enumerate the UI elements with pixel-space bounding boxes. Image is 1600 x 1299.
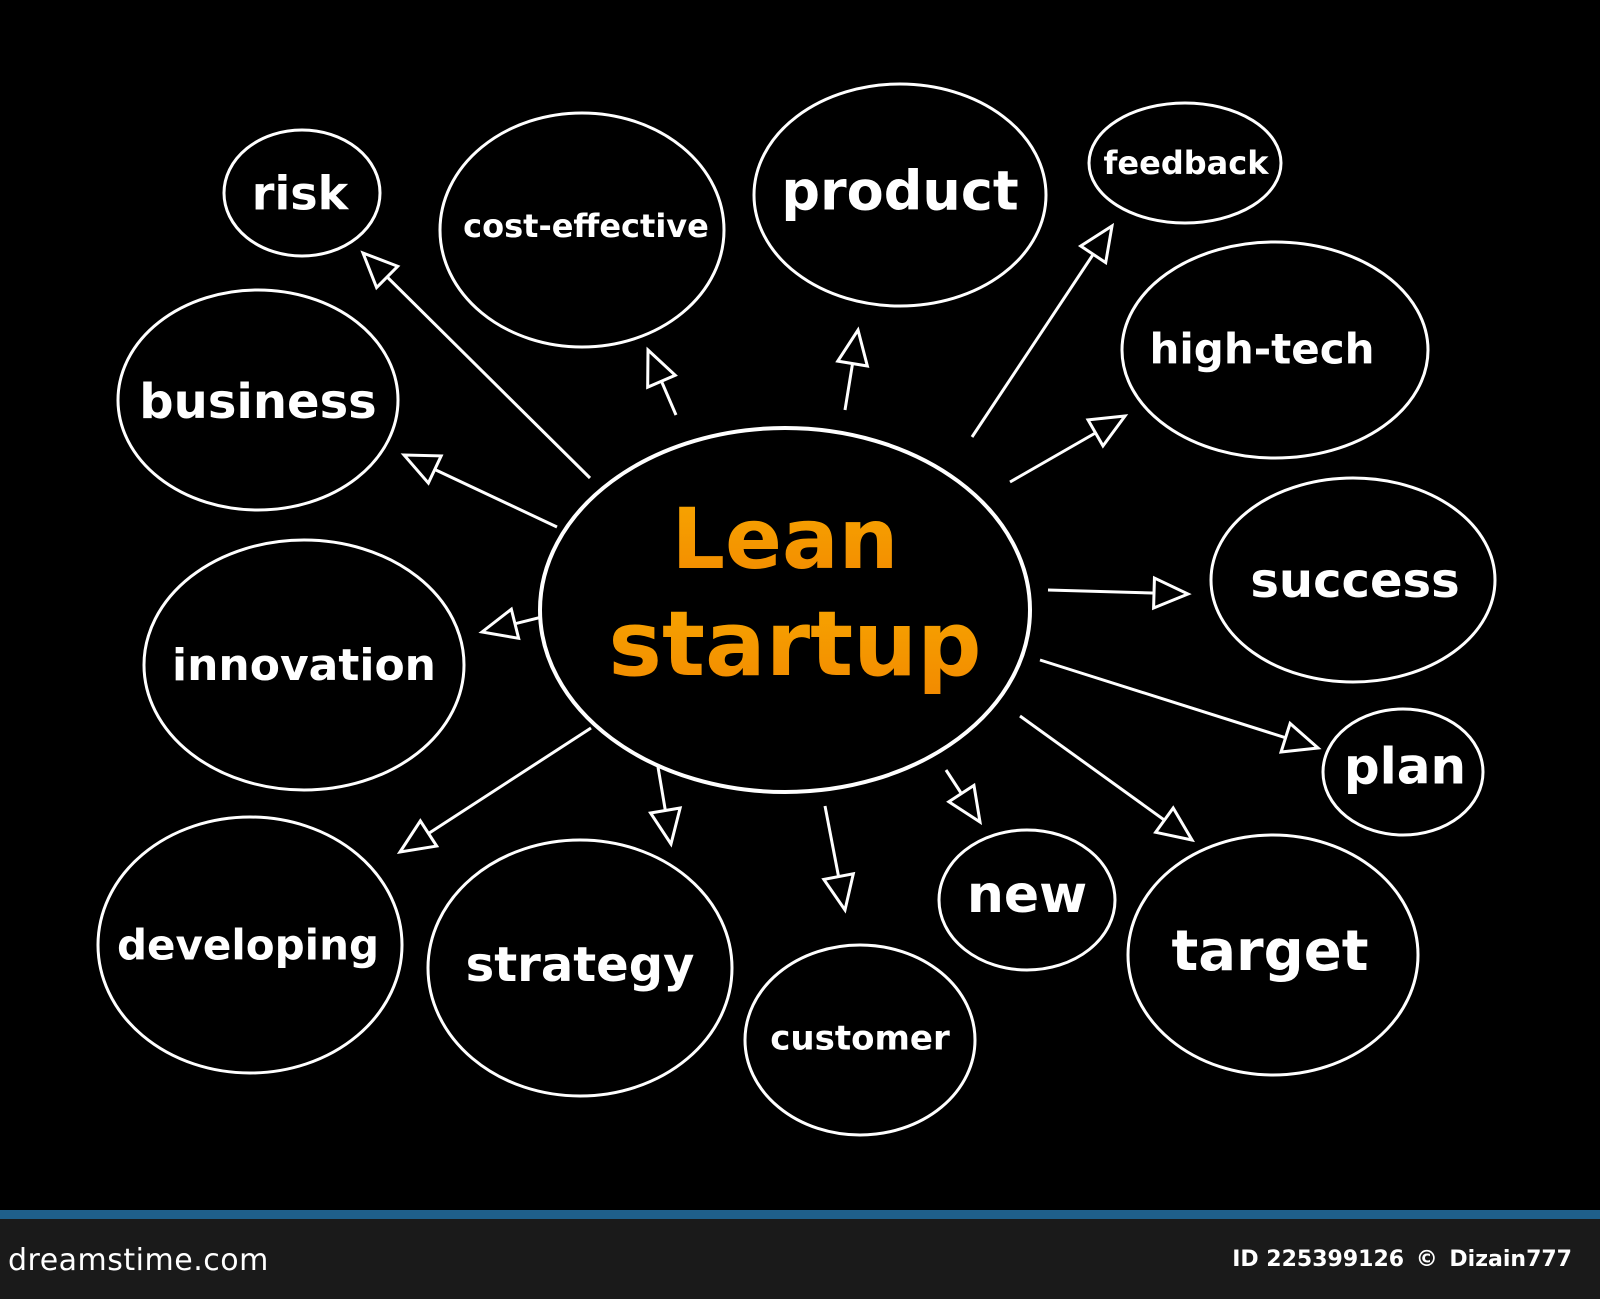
node-label: cost-effective — [463, 207, 709, 245]
node-feedback: feedback — [1087, 101, 1283, 225]
arrowhead — [648, 806, 683, 848]
node-target: target — [1126, 833, 1420, 1077]
node-label: high-tech — [1149, 325, 1374, 374]
arrowhead — [1278, 720, 1322, 754]
image-id-credit: ID 225399126 © Dizain777 — [1228, 1247, 1572, 1272]
author-name: Dizain777 — [1449, 1247, 1572, 1272]
arrowhead — [396, 818, 440, 855]
node-label: feedback — [1104, 144, 1270, 182]
node-customer: customer — [743, 943, 977, 1137]
center-label-line2: startup — [608, 592, 981, 697]
connector-line — [1039, 658, 1319, 750]
center-label-line1: Lean — [672, 490, 899, 588]
node-label: product — [781, 160, 1018, 223]
node-label: new — [967, 865, 1087, 925]
arrowhead — [478, 606, 521, 641]
center-node: Lean startup — [538, 426, 1032, 794]
footer-bar: dreamstime.com ID 225399126 © Dizain777 — [0, 1210, 1600, 1299]
connector-line — [399, 726, 592, 854]
node-label: plan — [1344, 738, 1466, 796]
node-developing: developing — [96, 815, 404, 1075]
node-plan: plan — [1321, 707, 1485, 837]
node-cost-effective: cost-effective — [438, 111, 726, 349]
copyright-icon: © — [1415, 1247, 1438, 1272]
connector-line — [361, 251, 592, 480]
arrowhead — [946, 782, 983, 826]
arrowhead — [1153, 805, 1196, 843]
node-label: developing — [117, 921, 379, 970]
node-risk: risk — [222, 128, 382, 258]
arrowhead — [646, 346, 678, 390]
node-new: new — [937, 828, 1117, 972]
arrowhead — [400, 453, 444, 486]
arrowhead — [821, 871, 856, 914]
node-label: strategy — [466, 937, 695, 993]
node-strategy: strategy — [426, 838, 734, 1098]
node-label: risk — [252, 167, 350, 221]
arrowhead — [1152, 575, 1192, 611]
node-success: success — [1209, 476, 1497, 684]
arrowhead — [1085, 414, 1129, 449]
brand-text[interactable]: dreamstime.com — [8, 1243, 269, 1278]
node-label: success — [1250, 553, 1459, 609]
connector-line — [970, 225, 1114, 438]
node-label: customer — [770, 1019, 950, 1059]
arrowhead — [1077, 222, 1115, 266]
connectors — [360, 222, 1322, 914]
node-innovation: innovation — [142, 538, 466, 792]
node-label: target — [1171, 919, 1368, 984]
arrowhead — [835, 326, 870, 368]
node-business: business — [116, 288, 400, 512]
image-id: ID 225399126 — [1232, 1247, 1405, 1272]
node-product: product — [752, 82, 1048, 308]
node-label: business — [139, 374, 376, 430]
lean-startup-mind-map: Lean startup risk cost-effective product… — [96, 82, 1497, 1137]
node-high-tech: high-tech — [1120, 240, 1430, 460]
node-label: innovation — [172, 640, 436, 691]
arrowhead — [360, 250, 401, 291]
